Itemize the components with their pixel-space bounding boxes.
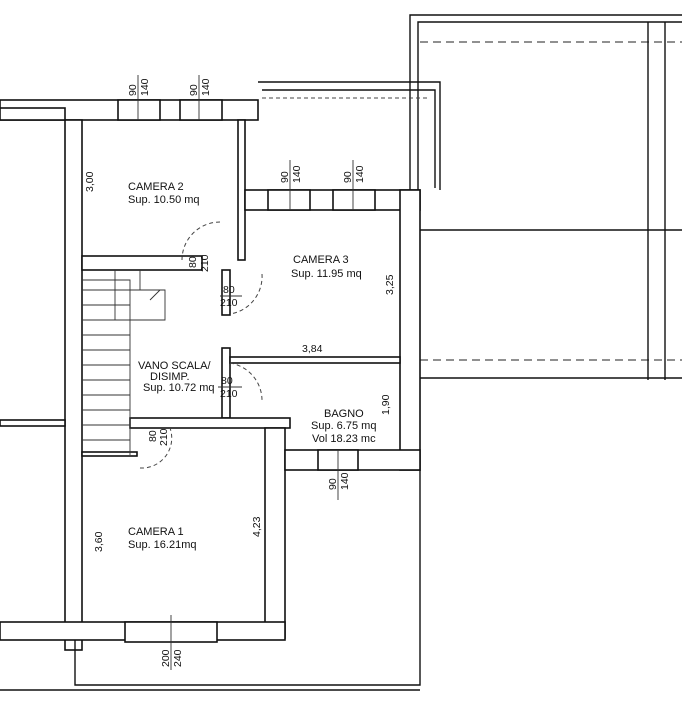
- room-bagno: BAGNO Sup. 6.75 mq Vol 18.23 mc 1,90: [311, 394, 392, 445]
- room-name: VANO SCALA/: [138, 360, 211, 372]
- room-volume: Vol 18.23 mc: [312, 433, 376, 445]
- dimension: 3,00: [84, 171, 96, 192]
- door-height: 210: [199, 254, 211, 272]
- dimension: 3,84: [302, 343, 323, 355]
- window-height: 140: [339, 472, 351, 490]
- window-height: 140: [354, 165, 366, 183]
- dimension: 1,90: [380, 394, 392, 415]
- room-name: BAGNO: [324, 408, 364, 420]
- door-height: 210: [158, 428, 170, 446]
- room-area: Sup. 10.50 mq: [128, 194, 200, 206]
- window-width: 90: [327, 478, 339, 490]
- dimension: 3,25: [384, 274, 396, 295]
- window-height: 140: [291, 165, 303, 183]
- window-width: 200: [160, 649, 172, 667]
- room-name: CAMERA 1: [128, 526, 184, 538]
- window-width: 90: [279, 171, 291, 183]
- room-area: Sup. 6.75 mq: [311, 420, 376, 432]
- doors: [139, 221, 263, 469]
- terrace: [0, 470, 421, 691]
- room-vano-scala: VANO SCALA/ DISIMP. Sup. 10.72 mq: [138, 360, 215, 394]
- window-width: 90: [127, 84, 139, 96]
- room-camera-2: CAMERA 2 Sup. 10.50 mq 3,00: [84, 171, 200, 206]
- room-name: CAMERA 3: [293, 254, 349, 266]
- window-width: 90: [188, 84, 200, 96]
- door-width: 80: [187, 256, 199, 268]
- balcony: [258, 81, 441, 190]
- door-width: 80: [223, 284, 235, 296]
- door-height: 210: [220, 297, 238, 309]
- room-area: Sup. 11.95 mq: [291, 268, 362, 280]
- door-width: 80: [221, 375, 233, 387]
- window-width: 90: [342, 171, 354, 183]
- room-area: Sup. 10.72 mq: [143, 382, 215, 394]
- door-height: 210: [220, 388, 238, 400]
- window-labels: 90 140 90 140 90 140 90 140 90 140 200 2…: [127, 78, 366, 667]
- dimension: 3,60: [93, 531, 105, 552]
- adjacent-structure: [409, 14, 682, 380]
- window-height: 140: [139, 78, 151, 96]
- room-area: Sup. 16.21mq: [128, 539, 197, 551]
- room-name: CAMERA 2: [128, 181, 184, 193]
- door-labels: 80 210 80 210 80 210 80 210: [147, 254, 242, 446]
- window-height: 240: [172, 649, 184, 667]
- windows: [117, 75, 376, 670]
- door-width: 80: [147, 430, 159, 442]
- room-camera-3: CAMERA 3 Sup. 11.95 mq 3,25 3,84: [291, 254, 396, 355]
- room-name: DISIMP.: [150, 371, 190, 383]
- dimension: 4,23: [251, 516, 263, 537]
- stairs: [82, 270, 166, 455]
- room-camera-1: CAMERA 1 Sup. 16.21mq 3,60 4,23: [93, 516, 263, 552]
- window-height: 140: [200, 78, 212, 96]
